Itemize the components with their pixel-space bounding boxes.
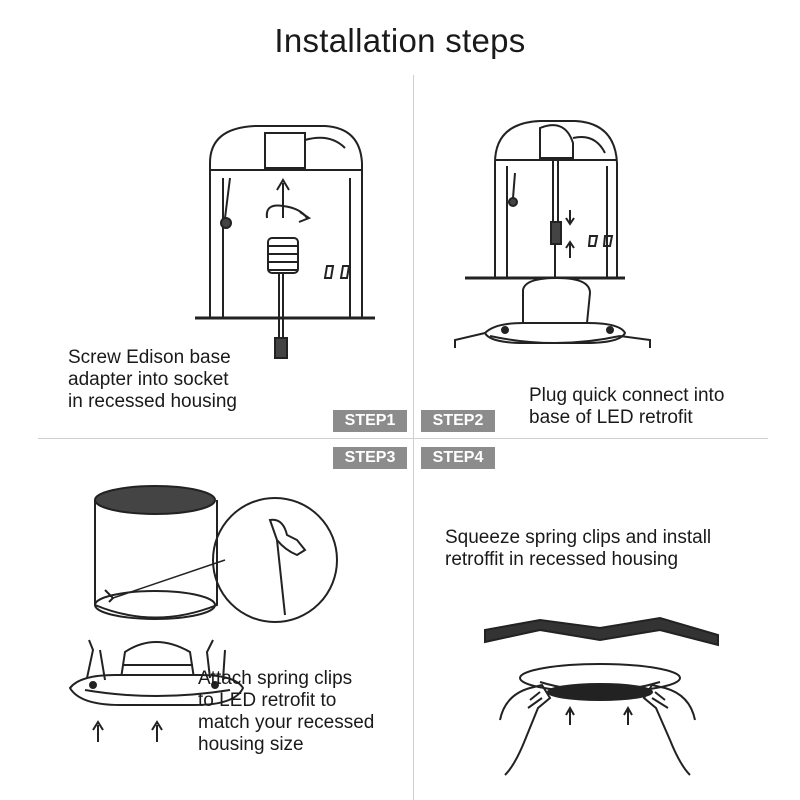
step4-illustration bbox=[484, 616, 719, 776]
step4-badge: STEP4 bbox=[421, 447, 495, 469]
step2-caption: Plug quick connect into base of LED retr… bbox=[529, 385, 725, 428]
step1-caption: Screw Edison base adapter into socket in… bbox=[68, 347, 237, 412]
step3-badge: STEP3 bbox=[333, 447, 407, 469]
step1-illustration bbox=[195, 125, 375, 359]
step3-caption: Attach spring clips to LED retrofit to m… bbox=[198, 668, 375, 755]
step1-badge: STEP1 bbox=[333, 410, 407, 432]
step2-badge: STEP2 bbox=[421, 410, 495, 432]
step4-caption: Squeeze spring clips and install retroff… bbox=[445, 527, 712, 570]
step2-illustration bbox=[454, 120, 651, 348]
page-title: Installation steps bbox=[274, 22, 526, 59]
step3-illustration bbox=[68, 485, 338, 742]
vertical-divider bbox=[413, 75, 414, 800]
horizontal-divider bbox=[38, 438, 768, 439]
